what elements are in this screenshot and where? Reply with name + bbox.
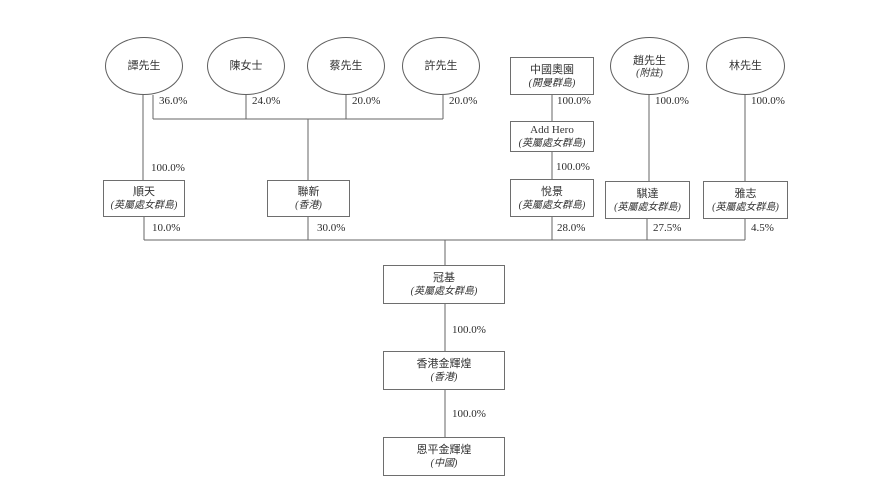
company-name: 雅志 bbox=[734, 187, 757, 200]
company-name: Add Hero bbox=[530, 124, 574, 136]
company-jurisdiction: (中國) bbox=[430, 458, 458, 469]
company-jurisdiction: (開曼群島) bbox=[528, 77, 576, 89]
pct-label-aoyuan-addhero: 100.0% bbox=[557, 95, 591, 107]
pct-label-choi-luensan: 20.0% bbox=[352, 95, 381, 107]
pct-label-hkgold-yanping: 100.0% bbox=[452, 408, 486, 420]
person-name: 林先生 bbox=[729, 60, 762, 72]
company-node-addhero: Add Hero (英屬處女群島) bbox=[510, 121, 594, 152]
person-node-hui: 許先生 bbox=[402, 37, 480, 95]
company-jurisdiction: (英屬處女群島) bbox=[410, 286, 478, 297]
person-name: 陳女士 bbox=[229, 60, 263, 72]
pct-label-ngachi-kwunkei: 4.5% bbox=[751, 222, 774, 234]
company-name: 悅景 bbox=[541, 185, 563, 198]
connector-owners-to-luensan-bus bbox=[152, 95, 444, 180]
company-node-aoyuan: 中國奧園 (開曼群島) bbox=[510, 57, 594, 95]
person-name: 譚先生 bbox=[127, 60, 161, 72]
company-name: 聯新 bbox=[297, 186, 320, 198]
pct-label-chan-luensan: 24.0% bbox=[252, 95, 281, 107]
company-node-hkgold: 香港金輝煌 (香港) bbox=[383, 351, 505, 390]
pct-label-lam-ngachi: 100.0% bbox=[751, 95, 785, 107]
company-jurisdiction: (香港) bbox=[430, 372, 458, 383]
company-node-ngachi: 雅志 (英屬處女群島) bbox=[703, 181, 788, 219]
company-jurisdiction: (英屬處女群島) bbox=[518, 138, 586, 149]
pct-label-keitat-kwunkei: 27.5% bbox=[653, 222, 682, 234]
company-name: 香港金輝煌 bbox=[416, 358, 472, 370]
pct-label-yuetking-kwunkei: 28.0% bbox=[557, 222, 586, 234]
person-node-chiu: 趙先生 (附註) bbox=[610, 37, 689, 95]
pct-label-kwunkei-hkgold: 100.0% bbox=[452, 324, 486, 336]
pct-label-hui-luensan: 20.0% bbox=[449, 95, 478, 107]
company-jurisdiction: (香港) bbox=[295, 200, 322, 211]
pct-label-shuntin-kwunkei: 10.0% bbox=[152, 222, 181, 234]
company-node-shuntin: 順天 (英屬處女群島) bbox=[103, 180, 185, 217]
pct-label-luensan-kwunkei: 30.0% bbox=[317, 222, 346, 234]
company-name: 冠基 bbox=[433, 272, 455, 284]
pct-label-tam-luensan: 36.0% bbox=[159, 95, 188, 107]
company-name: 中國奧園 bbox=[530, 63, 574, 76]
company-node-yanping: 恩平金輝煌 (中國) bbox=[383, 437, 505, 476]
company-jurisdiction: (英屬處女群島) bbox=[712, 201, 779, 213]
company-name: 騏達 bbox=[636, 187, 659, 200]
company-jurisdiction: (英屬處女群島) bbox=[518, 199, 586, 211]
pct-label-chiu-keitat: 100.0% bbox=[655, 95, 689, 107]
person-name: 蔡先生 bbox=[329, 60, 363, 72]
company-node-keitat: 騏達 (英屬處女群島) bbox=[605, 181, 690, 219]
company-node-yuetking: 悅景 (英屬處女群島) bbox=[510, 179, 594, 217]
person-name: 許先生 bbox=[424, 60, 458, 72]
company-name: 恩平金輝煌 bbox=[416, 444, 472, 456]
person-note: (附註) bbox=[636, 67, 663, 79]
pct-label-addhero-yuetking: 100.0% bbox=[556, 161, 590, 173]
connector-holdings-to-kwunkei-bus bbox=[143, 217, 746, 265]
person-name: 趙先生 bbox=[633, 54, 666, 67]
person-node-lam: 林先生 bbox=[706, 37, 785, 95]
person-node-choi: 蔡先生 bbox=[307, 37, 385, 95]
company-jurisdiction: (英屬處女群島) bbox=[614, 201, 681, 213]
person-node-chan: 陳女士 bbox=[207, 37, 285, 95]
pct-label-tam-shuntin: 100.0% bbox=[151, 162, 185, 174]
company-name: 順天 bbox=[133, 186, 155, 198]
company-node-luensan: 聯新 (香港) bbox=[267, 180, 350, 217]
company-node-kwunkei: 冠基 (英屬處女群島) bbox=[383, 265, 505, 304]
company-jurisdiction: (英屬處女群島) bbox=[110, 200, 178, 211]
person-node-tam: 譚先生 bbox=[105, 37, 183, 95]
